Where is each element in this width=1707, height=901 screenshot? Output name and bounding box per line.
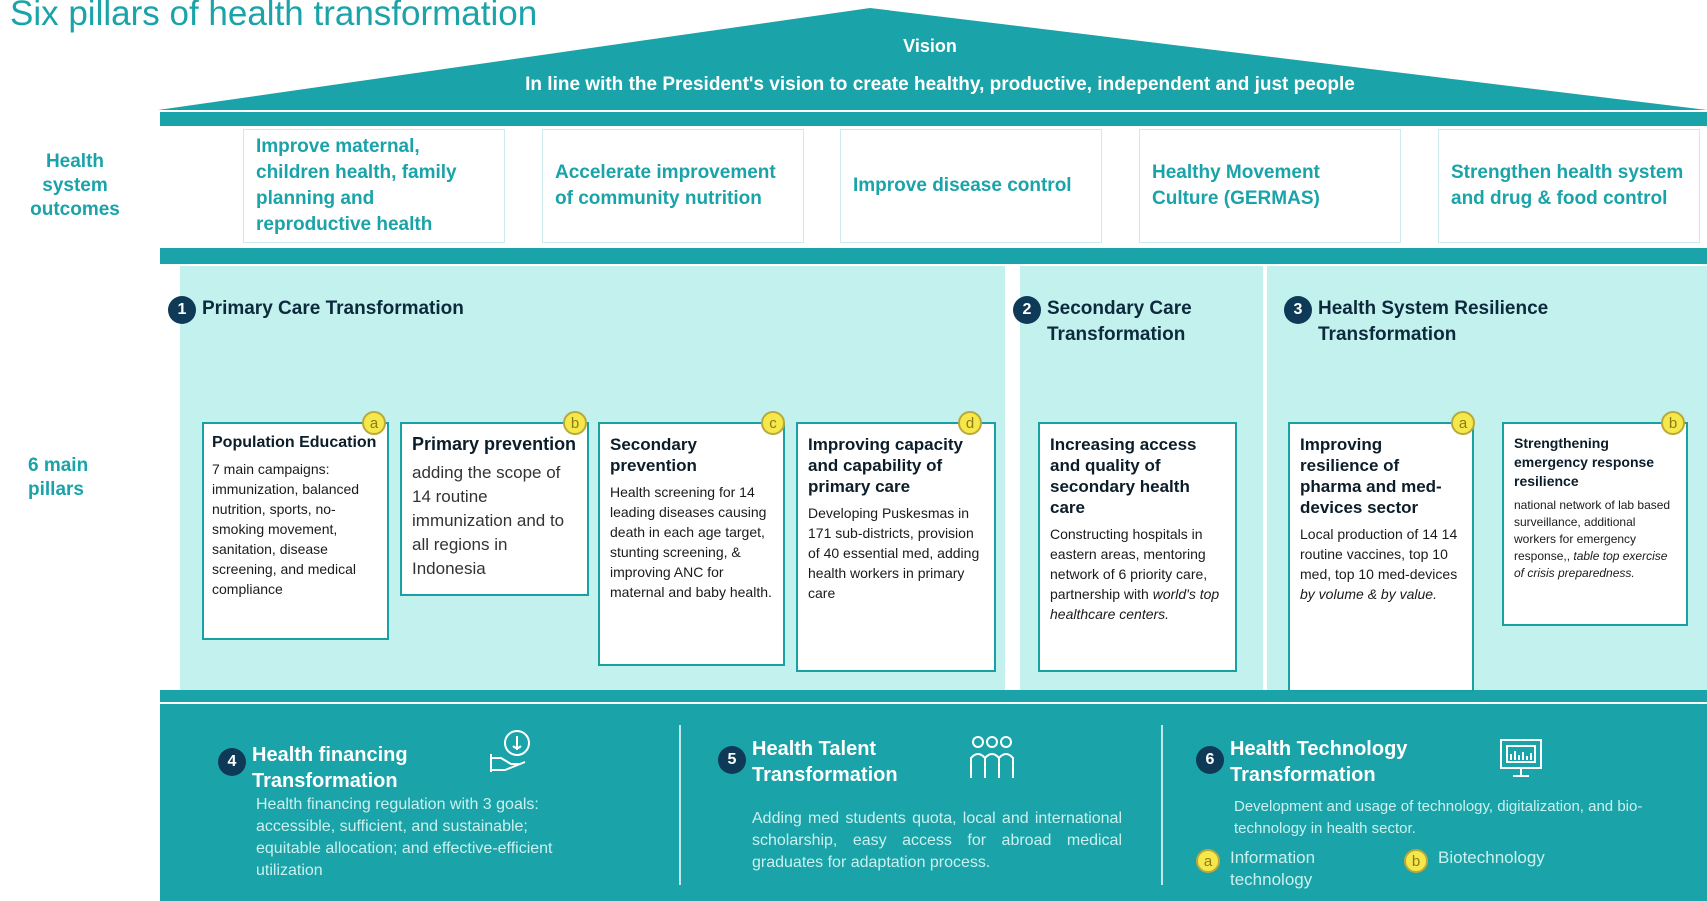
legend-label: Biotechnology	[1438, 848, 1545, 867]
enabler-title: Health Technology Transformation	[1230, 738, 1408, 786]
outcome-germas: Healthy Movement Culture (GERMAS)	[1139, 129, 1401, 243]
card-title: Improving capacity and capability of pri…	[808, 435, 963, 496]
card-population-education: Population Education 7 main campaigns: i…	[202, 422, 389, 640]
enabler-head: 5 Health Talent Transformation	[718, 736, 1138, 788]
card-secondary-prevention: Secondary prevention Health screening fo…	[598, 422, 785, 666]
card-body: Constructing hospitals in eastern areas,…	[1050, 526, 1220, 622]
badge-a: a	[1451, 411, 1475, 435]
pillar-2-number: 2	[1013, 296, 1041, 324]
pillar-2-head: 2 Secondary Care Transformation	[1013, 296, 1243, 348]
outcome-disease-control: Improve disease control	[840, 129, 1102, 243]
pillar-1-head: 1 Primary Care Transformation	[168, 296, 728, 324]
enabler-title: Health Talent Transformation	[752, 738, 898, 786]
enabler-divider	[679, 725, 681, 885]
card-title: Population Education	[212, 434, 377, 451]
card-emergency-response: Strengthening emergency response resilie…	[1502, 422, 1688, 626]
enabler-divider	[1161, 725, 1163, 885]
enabler-title: Health financing Transformation	[252, 744, 408, 792]
vision-text: In line with the President's vision to c…	[525, 74, 1355, 95]
enabler-head: 6 Health Technology Transformation	[1196, 736, 1636, 788]
card-body: Health screening for 14 leading diseases…	[610, 484, 772, 600]
enabler-body: Development and usage of technology, dig…	[1234, 798, 1643, 837]
badge-a: a	[362, 411, 386, 435]
pillar-3-head: 3 Health System Resilience Transformatio…	[1284, 296, 1584, 348]
card-title: Strengthening emergency response resilie…	[1514, 435, 1655, 489]
enabler-6-number: 6	[1196, 746, 1224, 774]
people-icon	[970, 736, 1014, 778]
badge-d: d	[958, 411, 982, 435]
outcomes-label: Health system outcomes	[30, 151, 120, 220]
badge-b: b	[1404, 849, 1428, 873]
card-body: 7 main campaigns: immunization, balanced…	[212, 461, 360, 597]
enablers-band	[160, 704, 1707, 901]
badge-a: a	[1196, 849, 1220, 873]
card-body: Developing Puskesmas in 171 sub-district…	[808, 505, 980, 601]
legend-item-biotechnology: b Biotechnology	[1404, 847, 1545, 873]
card-pharma-resilience: Improving resilience of pharma and med-d…	[1288, 422, 1474, 692]
badge-c: c	[761, 411, 785, 435]
card-title: Primary prevention	[412, 434, 577, 454]
enabler-head: 4 Health financing Transformation	[218, 742, 558, 794]
pillar-1-title: Primary Care Transformation	[202, 298, 464, 319]
pillar-3-number: 3	[1284, 296, 1312, 324]
pillars-label: 6 main pillars	[28, 455, 89, 500]
enabler-4-number: 4	[218, 748, 246, 776]
legend-label: Information technology	[1230, 848, 1316, 889]
badge-b: b	[563, 411, 587, 435]
enabler-body: Health financing regulation with 3 goals…	[256, 796, 553, 879]
outcome-community-nutrition: Accelerate improvement of community nutr…	[542, 129, 804, 243]
card-secondary-health-care: Increasing access and quality of seconda…	[1038, 422, 1237, 672]
enabler-body: Adding med students quota, local and int…	[752, 810, 1122, 871]
enabler-6: 6 Health Technology Transformation Devel…	[1196, 736, 1642, 840]
outcomes-top-band	[160, 112, 1707, 126]
card-title: Increasing access and quality of seconda…	[1050, 435, 1197, 517]
page-title: Six pillars of health transformation	[10, 0, 538, 33]
pillar-3-title: Health System Resilience Transformation	[1318, 298, 1549, 345]
card-body: Local production of 14 14 routine vaccin…	[1300, 526, 1458, 602]
outcome-health-system: Strengthen health system and drug & food…	[1438, 129, 1700, 243]
card-primary-prevention: Primary prevention adding the scope of 1…	[400, 422, 589, 596]
outcomes-bottom-band	[160, 248, 1707, 264]
card-body: adding the scope of 14 routine immunizat…	[412, 463, 565, 578]
hand-money-icon	[490, 730, 530, 772]
vision-roof	[158, 8, 1707, 110]
pillar-1-number: 1	[168, 296, 196, 324]
card-title: Secondary prevention	[610, 435, 697, 475]
card-title: Improving resilience of pharma and med-d…	[1300, 435, 1442, 517]
legend-item-information-technology: a Information technology	[1196, 847, 1340, 891]
card-body: national network of lab based surveillan…	[1514, 498, 1671, 580]
monitor-chart-icon	[1500, 739, 1542, 777]
enabler-5: 5 Health Talent Transformation Adding me…	[718, 736, 1138, 874]
pillars-bottom-band	[160, 690, 1707, 702]
outcome-maternal-health: Improve maternal, children health, famil…	[243, 129, 505, 243]
pillar-2-title: Secondary Care Transformation	[1047, 298, 1192, 345]
enabler-5-number: 5	[718, 746, 746, 774]
vision-label: Vision	[903, 36, 957, 56]
badge-b: b	[1661, 411, 1685, 435]
enabler-4: 4 Health financing Transformation Health…	[218, 742, 558, 882]
card-primary-care-capacity: Improving capacity and capability of pri…	[796, 422, 996, 672]
